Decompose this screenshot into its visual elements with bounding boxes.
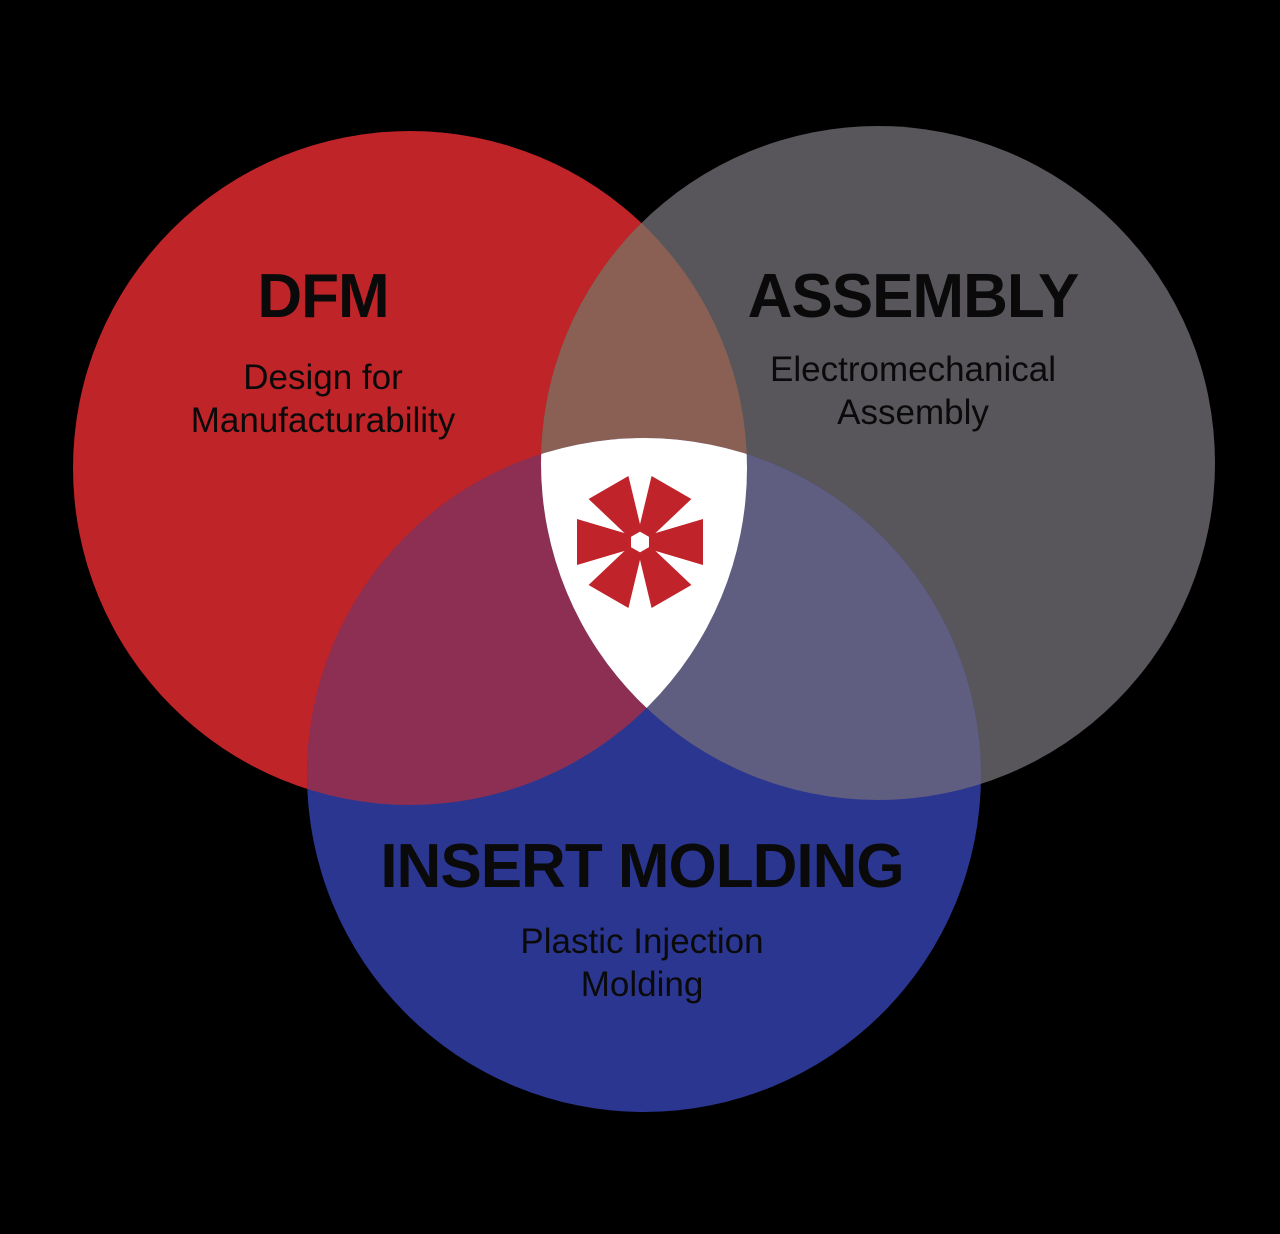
asterisk-icon: [577, 475, 703, 609]
insert-molding-title: INSERT MOLDING: [380, 832, 904, 901]
dfm-subtitle: Design for Manufacturability: [190, 358, 456, 441]
assembly-subtitle: Electromechanical Assembly: [770, 350, 1056, 433]
insert-molding-subtitle: Plastic Injection Molding: [520, 922, 764, 1005]
assembly-title: ASSEMBLY: [747, 262, 1080, 331]
dfm-title: DFM: [257, 262, 389, 331]
